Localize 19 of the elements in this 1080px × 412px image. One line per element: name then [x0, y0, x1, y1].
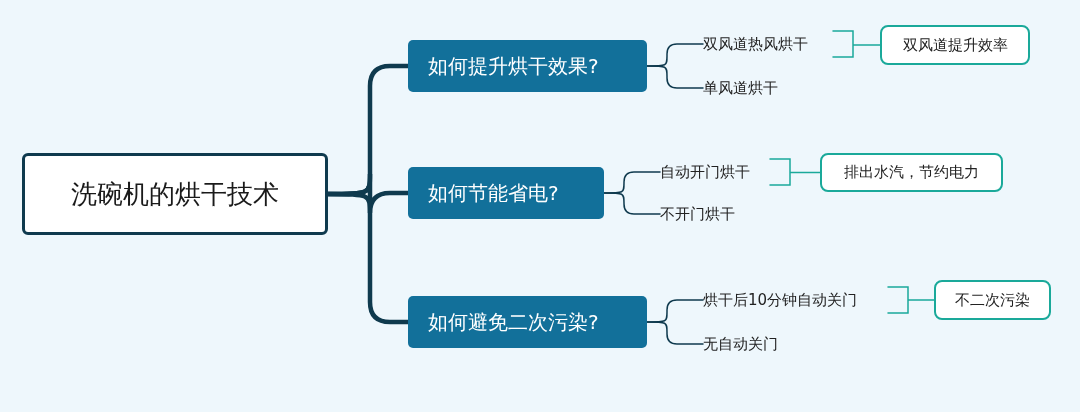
bracket-connector	[769, 158, 821, 186]
option-text: 双风道热风烘干	[703, 32, 833, 56]
result-box: 不二次污染	[934, 280, 1051, 320]
brace-connector	[603, 192, 661, 215]
bracket-connector	[832, 30, 881, 58]
question-box: 如何节能省电?	[408, 167, 604, 219]
root-box: 洗碗机的烘干技术	[22, 153, 328, 235]
question-box: 如何避免二次污染?	[408, 296, 647, 348]
result-box: 双风道提升效率	[880, 25, 1030, 65]
result-box: 排出水汽，节约电力	[820, 153, 1003, 192]
option-text: 无自动关门	[703, 332, 803, 356]
question-box: 如何提升烘干效果?	[408, 40, 647, 92]
option-text: 单风道烘干	[703, 76, 803, 100]
option-text: 自动开门烘干	[660, 160, 770, 184]
brace-connector	[646, 65, 704, 89]
option-text: 不开门烘干	[660, 202, 760, 226]
bracket-connector	[887, 286, 935, 314]
brace-connector	[646, 321, 704, 345]
option-text: 烘干后10分钟自动关门	[703, 288, 888, 312]
